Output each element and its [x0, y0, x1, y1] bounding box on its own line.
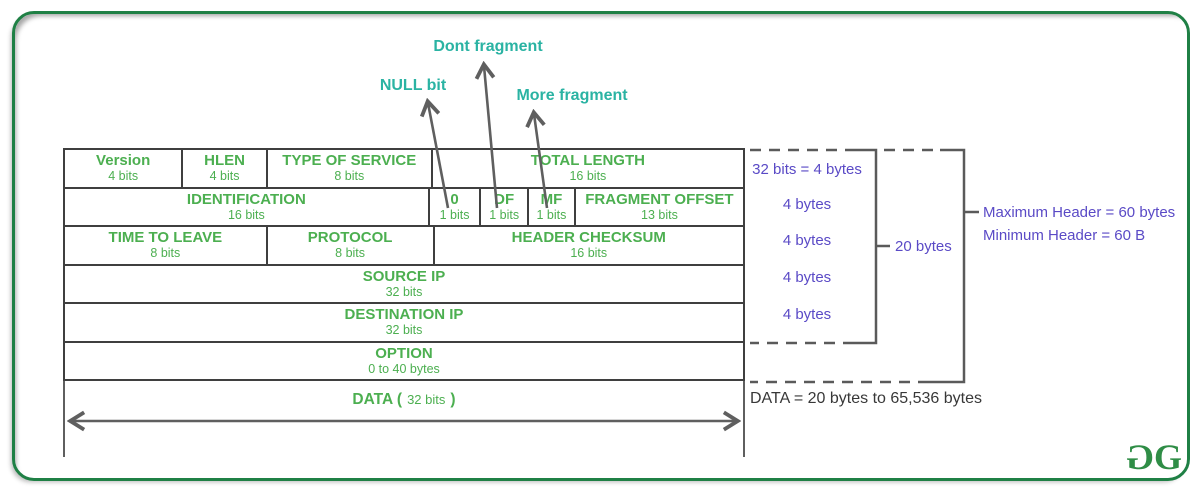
field-identification: IDENTIFICATION 16 bits — [65, 188, 430, 225]
field-size: 1 bits — [439, 207, 470, 222]
table-row: TIME TO LEAVE 8 bits PROTOCOL 8 bits HEA… — [65, 227, 743, 266]
ipv4-header-table: Version 4 bits HLEN 4 bits TYPE OF SERVI… — [63, 148, 745, 381]
field-size: 16 bits — [227, 207, 265, 222]
field-size: 32 bits — [385, 284, 423, 299]
field-name: TIME TO LEAVE — [108, 229, 223, 247]
field-name: PROTOCOL — [307, 229, 393, 247]
field-size: 4 bits — [209, 169, 240, 184]
page-frame — [12, 11, 1190, 481]
field-name: SOURCE IP — [362, 267, 446, 285]
field-size: 8 bits — [150, 246, 181, 261]
field-name: IDENTIFICATION — [186, 190, 306, 208]
table-row: Version 4 bits HLEN 4 bits TYPE OF SERVI… — [65, 150, 743, 189]
annotation-4-bytes: 4 bytes — [782, 196, 832, 213]
field-size: 32 bits — [385, 323, 423, 338]
field-df: DF 1 bits — [481, 188, 530, 225]
field-name: HLEN — [204, 152, 245, 170]
table-row: SOURCE IP 32 bits — [65, 266, 743, 304]
logo-g-mirrored: G — [1128, 437, 1155, 477]
data-label-prefix: DATA ( — [352, 391, 403, 408]
data-label-suffix: ) — [450, 391, 456, 408]
annotation-data-size: DATA = 20 bytes to 65,536 bytes — [750, 390, 982, 407]
field-size: 8 bits — [335, 246, 366, 261]
field-size: 16 bits — [570, 246, 608, 261]
field-name: FRAGMENT OFFSET — [585, 190, 734, 208]
field-destination-ip: DESTINATION IP 32 bits — [65, 304, 743, 341]
field-name: MF — [540, 190, 563, 208]
field-name: DESTINATION IP — [344, 306, 464, 324]
callout-more-fragment: More fragment — [516, 87, 628, 104]
geeksforgeeks-logo: GG — [1128, 437, 1182, 477]
field-name: Version — [96, 152, 151, 170]
annotation-4-bytes: 4 bytes — [782, 232, 832, 249]
field-size: 13 bits — [641, 207, 678, 222]
data-label-size: 32 bits — [407, 392, 446, 407]
table-row: DESTINATION IP 32 bits — [65, 304, 743, 343]
field-source-ip: SOURCE IP 32 bits — [65, 266, 743, 303]
field-name: HEADER CHECKSUM — [511, 229, 666, 247]
field-name: TYPE OF SERVICE — [282, 152, 417, 170]
field-size: 1 bits — [536, 207, 567, 222]
annotation-4-bytes: 4 bytes — [782, 306, 832, 323]
data-row-label: DATA ( 32 bits) — [352, 391, 455, 409]
callout-dont-fragment: Dont fragment — [433, 38, 543, 55]
field-header-checksum: HEADER CHECKSUM 16 bits — [435, 227, 744, 264]
field-name: DF — [494, 190, 515, 208]
field-hlen: HLEN 4 bits — [183, 150, 268, 187]
field-option: OPTION 0 to 40 bytes — [65, 343, 743, 380]
field-size: 0 to 40 bytes — [368, 361, 440, 376]
logo-g: G — [1154, 437, 1182, 477]
field-size: 16 bits — [569, 169, 607, 184]
field-type-of-service: TYPE OF SERVICE 8 bits — [268, 150, 433, 187]
field-size: 4 bits — [108, 169, 139, 184]
field-size: 8 bits — [334, 169, 365, 184]
field-time-to-leave: TIME TO LEAVE 8 bits — [65, 227, 268, 264]
field-fragment-offset: FRAGMENT OFFSET 13 bits — [576, 189, 743, 226]
field-null-bit: 0 1 bits — [430, 188, 482, 225]
field-version: Version 4 bits — [65, 150, 184, 187]
field-total-length: TOTAL LENGTH 16 bits — [433, 150, 743, 187]
field-data: DATA ( 32 bits) — [63, 381, 745, 457]
annotation-min-header: Minimum Header = 60 B — [983, 227, 1146, 244]
callout-null-bit: NULL bit — [379, 77, 447, 94]
table-row: OPTION 0 to 40 bytes — [65, 343, 743, 381]
table-row: IDENTIFICATION 16 bits 0 1 bits DF 1 bit… — [65, 188, 743, 227]
field-name: 0 — [450, 190, 459, 208]
field-protocol: PROTOCOL 8 bits — [268, 227, 435, 264]
field-size: 1 bits — [489, 207, 520, 222]
field-name: TOTAL LENGTH — [530, 152, 645, 170]
annotation-word-size: 32 bits = 4 bytes — [752, 161, 862, 178]
annotation-20-bytes: 20 bytes — [895, 238, 952, 255]
annotation-4-bytes: 4 bytes — [782, 269, 832, 286]
field-mf: MF 1 bits — [529, 188, 576, 225]
annotation-max-header: Maximum Header = 60 bytes — [983, 204, 1176, 221]
field-name: OPTION — [375, 344, 433, 362]
